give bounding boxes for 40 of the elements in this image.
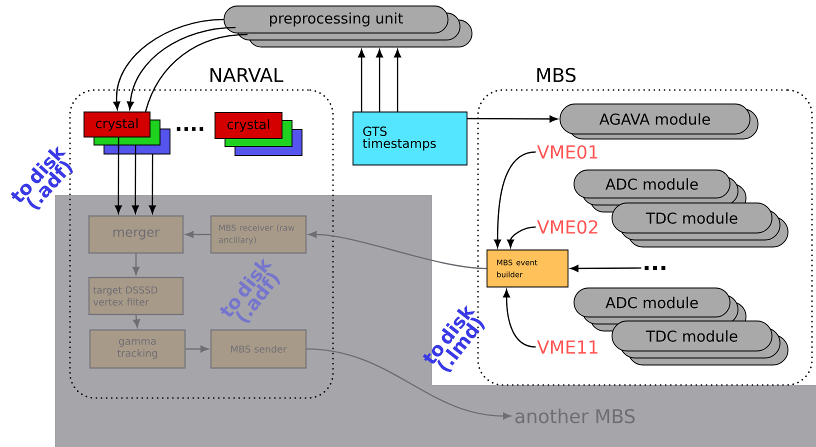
module-stack: TDC module — [612, 202, 788, 248]
ellipsis-dots: .... — [176, 127, 204, 131]
arrow — [394, 49, 402, 112]
arrow — [132, 254, 140, 276]
module-stack: preprocessing unit — [224, 6, 472, 48]
arrow — [507, 226, 536, 248]
process-box: merger — [88, 215, 184, 254]
crystal-stack: crystal — [214, 112, 302, 156]
process-box: GTS timestamps — [352, 112, 468, 166]
arrow — [376, 49, 384, 112]
arrow — [467, 115, 558, 122]
arrow — [114, 137, 122, 214]
arrow — [186, 346, 209, 352]
module-stack: AGAVA module — [560, 104, 758, 140]
node-label: MBS — [537, 68, 576, 82]
crystal-stack: crystal — [84, 112, 170, 154]
arrow — [306, 348, 512, 420]
module-stack: TDC module — [612, 320, 788, 366]
node-label: crystal — [227, 119, 270, 132]
process-box: MBS sender — [210, 329, 307, 369]
arrow — [113, 18, 224, 110]
arrow — [570, 264, 642, 272]
arrow — [503, 289, 536, 348]
arrow — [185, 231, 210, 238]
arrow — [126, 26, 236, 110]
text-label: VME11 — [537, 340, 598, 354]
text-label: ... — [644, 266, 666, 270]
arrow — [494, 151, 536, 248]
process-box: target DSSSD vertex filter — [88, 276, 184, 316]
node-label: NARVAL — [210, 68, 284, 82]
text-label: another MBS — [515, 408, 635, 424]
arrow — [358, 49, 366, 112]
process-box: gamma tracking — [89, 329, 186, 369]
text-label: VME01 — [537, 145, 598, 159]
arrow — [132, 145, 139, 214]
arrow — [148, 154, 156, 214]
arrow — [133, 315, 140, 328]
process-box: MBS receiver (raw ancillary) — [210, 215, 307, 254]
arrow — [308, 231, 487, 270]
text-label: VME02 — [537, 220, 598, 234]
